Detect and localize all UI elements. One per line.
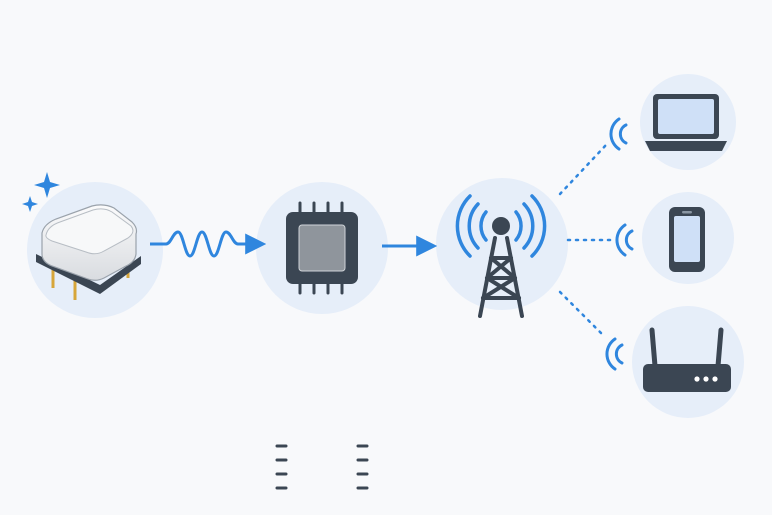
laptop-icon xyxy=(645,94,727,151)
router-icon xyxy=(643,327,731,392)
cell-tower-icon xyxy=(455,194,547,318)
microchip-icon xyxy=(275,201,369,490)
tower-signal-waves xyxy=(455,194,547,258)
link-tower-laptop xyxy=(558,143,608,196)
router-signal-icon xyxy=(605,337,624,371)
crystal-oscillator-icon xyxy=(36,204,141,300)
router-circle xyxy=(632,306,744,418)
tower-circle xyxy=(436,178,568,310)
smartphone-icon xyxy=(669,207,705,272)
link-tower-router xyxy=(558,290,606,338)
phone-signal-icon xyxy=(615,223,634,257)
laptop-signal-icon xyxy=(609,117,628,151)
sparkle-icon xyxy=(22,172,60,212)
sine-wave-arrow xyxy=(150,230,267,258)
